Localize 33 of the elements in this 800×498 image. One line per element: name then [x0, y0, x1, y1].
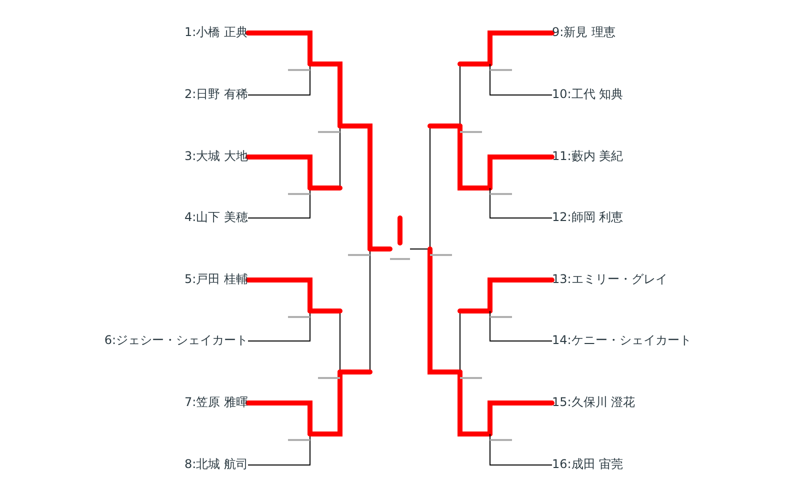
player-name: 16:成田 宙莞 [552, 457, 624, 471]
player-name: 14:ケニー・シェイカート [552, 333, 692, 347]
bracket-line [488, 154, 554, 190]
player-name: 7:笠原 雅暉 [184, 395, 248, 409]
bracket-line [490, 310, 552, 342]
bracket-line [248, 188, 310, 218]
bracket-line [248, 64, 310, 96]
bracket-line [308, 308, 342, 372]
player-name: 13:エミリー・グレイ [552, 272, 668, 286]
bracket-line [488, 30, 554, 66]
player-name: 6:ジェシー・シェイカート [104, 333, 248, 347]
bracket-line [248, 310, 310, 342]
player-name: 10:工代 知典 [552, 87, 624, 101]
player-name: 3:大城 大地 [184, 149, 248, 163]
bracket-line [248, 434, 310, 466]
bracket-line [490, 64, 552, 96]
player-name: 8:北城 航司 [184, 457, 248, 471]
player-name: 9:新見 理恵 [552, 25, 616, 39]
player-name: 1:小橋 正典 [184, 25, 248, 39]
bracket-line [368, 246, 392, 252]
bracket-line [410, 248, 430, 250]
bracket-line [488, 278, 554, 314]
bracket-line [338, 248, 372, 374]
bracket-line [488, 400, 554, 436]
player-name: 2:日野 有稀 [184, 87, 248, 101]
bracket-line [308, 126, 342, 190]
player-name: 11:藪内 美紀 [552, 149, 624, 163]
bracket-line [490, 434, 552, 466]
player-name: 12:師岡 利恵 [552, 210, 624, 224]
bracket-line [490, 188, 552, 218]
player-name: 5:戸田 桂輔 [184, 272, 248, 286]
player-name: 4:山下 美穂 [184, 210, 248, 224]
player-name: 15:久保川 澄花 [552, 395, 636, 409]
